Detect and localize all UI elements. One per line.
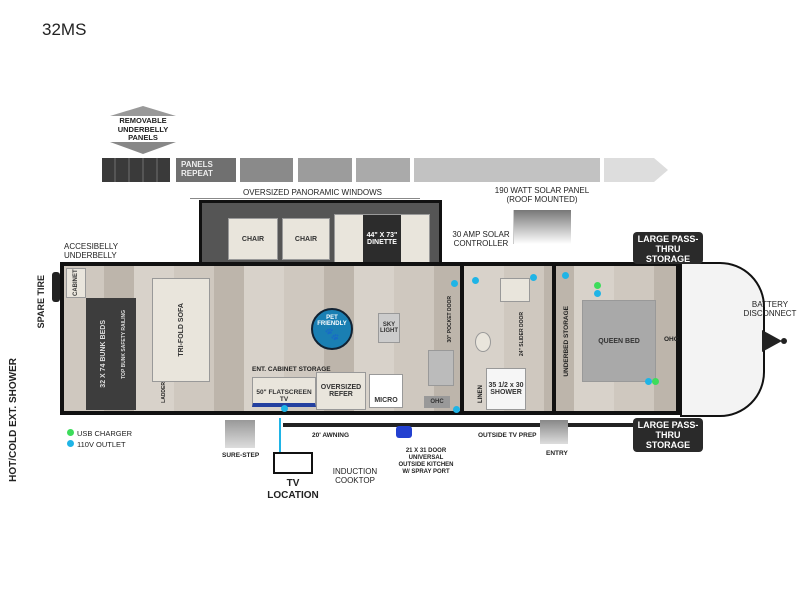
queen-bed-label: QUEEN BED xyxy=(598,337,640,345)
tri-fold-sofa: TRI-FOLD SOFA xyxy=(152,278,210,382)
legend: USB CHARGER 110V OUTLET xyxy=(67,428,132,450)
oversized-refer: OVERSIZED REFER xyxy=(316,372,366,410)
linen-label: LINEN xyxy=(478,385,484,403)
tv-pointer xyxy=(279,418,281,452)
pet-label: PET FRIENDLY xyxy=(317,315,347,327)
refer-label: OVERSIZED REFER xyxy=(320,384,362,398)
dinette-label: 44" X 73" DINETTE xyxy=(366,232,398,246)
underbelly-label: REMOVABLE UNDERBELLY PANELS xyxy=(117,116,169,143)
ext-shower-label: HOT/COLD EXT. SHOWER xyxy=(8,358,19,482)
spare-tire-icon xyxy=(52,272,60,302)
flatscreen-tv: 50" FLATSCREEN TV xyxy=(252,377,316,407)
outlet-dot xyxy=(472,277,479,284)
ladder-label: LADDER xyxy=(161,382,167,403)
storage-bottom-label: LARGE PASS-THRU STORAGE xyxy=(637,420,699,450)
tv-location-icon xyxy=(273,452,313,474)
panel-repeat: PANELS REPEAT xyxy=(176,158,236,182)
panel xyxy=(240,158,293,182)
battery-disconnect-label: BATTERY DISCONNECT xyxy=(743,300,797,319)
slider-door-label: 24" SLIDER DOOR xyxy=(519,312,525,357)
solar-panel-icon xyxy=(513,210,571,244)
dinette: 44" X 73" DINETTE xyxy=(334,214,430,264)
hitch-icon xyxy=(762,330,788,357)
windows-label: OVERSIZED PANORAMIC WINDOWS xyxy=(243,188,382,197)
outlet-dot xyxy=(451,280,458,287)
pocket-door-label: 30" POCKET DOOR xyxy=(447,296,453,343)
bunk-beds xyxy=(86,298,136,410)
shower: 35 1/2 x 30 SHOWER xyxy=(486,368,526,410)
legend-outlet-label: 110V OUTLET xyxy=(77,440,126,449)
outlet-dot xyxy=(645,378,652,385)
storage-top-label: LARGE PASS-THRU STORAGE xyxy=(637,234,699,264)
entry-label: ENTRY xyxy=(546,450,568,457)
chair: CHAIR xyxy=(228,218,278,260)
outside-tv-label: OUTSIDE TV PREP xyxy=(478,432,537,439)
panel xyxy=(356,158,410,182)
outlet-dot xyxy=(562,272,569,279)
legend-usb-label: USB CHARGER xyxy=(77,429,133,438)
skylight-label: SKY LIGHT xyxy=(380,322,398,334)
ohc-bedroom-label: OHC xyxy=(664,336,679,343)
usb-dot-icon xyxy=(67,429,74,436)
outside-kitchen-label: 21 x 31 DOOR UNIVERSAL OUTSIDE KITCHEN W… xyxy=(398,448,454,475)
paw-icon: 🐾 xyxy=(324,327,340,341)
panel-arrow xyxy=(604,158,668,187)
legend-item-outlet: 110V OUTLET xyxy=(67,439,132,450)
entry-step xyxy=(540,420,568,444)
legend-item-usb: USB CHARGER xyxy=(67,428,132,439)
tv-label: 50" FLATSCREEN TV xyxy=(256,389,312,403)
awning xyxy=(283,423,633,427)
model-title: 32MS xyxy=(42,20,87,39)
usb-dot xyxy=(594,282,601,289)
ohc-label: OHC xyxy=(430,399,444,405)
toilet xyxy=(475,332,491,352)
panel xyxy=(298,158,352,182)
outlet-dot xyxy=(453,406,460,413)
chair: CHAIR xyxy=(282,218,330,260)
outlet-dot-icon xyxy=(67,440,74,447)
outlet-dot xyxy=(594,290,601,297)
usb-dot xyxy=(652,378,659,385)
shower-label: 35 1/2 x 30 SHOWER xyxy=(488,382,524,396)
chair-label: CHAIR xyxy=(241,235,265,243)
pet-friendly-badge: PET FRIENDLY🐾 xyxy=(311,308,353,350)
overhead-cabinet: OHC xyxy=(424,396,450,408)
chair-label: CHAIR xyxy=(294,235,318,243)
panel xyxy=(414,158,600,182)
underbed-storage-label: UNDERBED STORAGE xyxy=(563,306,570,377)
sink xyxy=(428,350,454,386)
skylight: SKY LIGHT xyxy=(378,313,400,343)
sure-step-label: SURE-STEP xyxy=(222,452,260,459)
ent-storage-label: ENT. CABINET STORAGE xyxy=(252,366,331,373)
underbelly-access-label: ACCESIBELLY UNDERBELLY xyxy=(64,242,118,261)
front-cap xyxy=(680,262,765,417)
pass-thru-storage-top: LARGE PASS-THRU STORAGE xyxy=(633,232,703,264)
sure-step-icon xyxy=(225,420,255,448)
induction-cooktop-icon xyxy=(396,426,412,438)
cabinet: CABINET xyxy=(66,268,86,298)
underbelly-arrow-icon xyxy=(110,106,176,154)
spare-tire-label: SPARE TIRE xyxy=(36,275,46,329)
micro-label: MICRO xyxy=(374,397,398,404)
solar-panel-label: 190 WATT SOLAR PANEL (ROOF MOUNTED) xyxy=(494,186,590,205)
wall xyxy=(552,262,556,415)
outlet-dot xyxy=(530,274,537,281)
queen-bed: QUEEN BED xyxy=(582,300,656,382)
panels-repeat-label: PANELS REPEAT xyxy=(181,160,213,178)
microwave: MICRO xyxy=(369,374,403,408)
sofa-label: TRI-FOLD SOFA xyxy=(177,303,185,357)
awning-label: 20' AWNING xyxy=(312,432,350,439)
bathroom-sink xyxy=(500,278,530,302)
underbelly-panels xyxy=(102,158,170,182)
cabinet-label: CABINET xyxy=(73,269,79,297)
solar-controller-label: 30 AMP SOLAR CONTROLLER xyxy=(452,230,510,249)
induction-label: INDUCTION COOKTOP xyxy=(332,467,378,486)
railing-label: TOP BUNK SAFETY RAILING xyxy=(121,310,127,379)
tv-location-label: TV LOCATION xyxy=(267,478,319,501)
bunks-label: 32 x 74 BUNK BEDS xyxy=(100,320,107,388)
windows-line xyxy=(190,198,420,199)
outlet-dot xyxy=(281,405,288,412)
wall xyxy=(460,262,464,415)
pass-thru-storage-bottom: LARGE PASS-THRU STORAGE xyxy=(633,418,703,452)
